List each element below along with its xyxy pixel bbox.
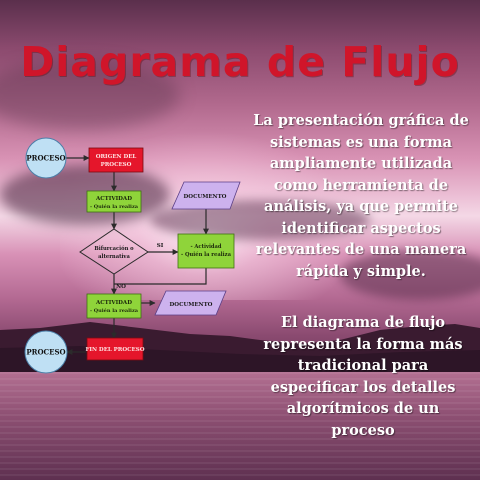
decision-label-1: Bifurcación o [94, 245, 134, 252]
decision-diamond [79, 228, 149, 275]
activity-rect-3 [86, 293, 142, 319]
process-start-label: PROCESO [26, 154, 65, 163]
sea [0, 372, 480, 480]
document-2-label: DOCUMENTO [170, 302, 213, 308]
document-shape-1 [171, 181, 241, 210]
activity-box-1: ACTIVIDAD - Quién la realiza [86, 190, 142, 213]
activity-3-subtitle: - Quién la realiza [90, 307, 139, 314]
slide-title: Diagrama de Flujo [20, 38, 460, 86]
process-start-node: PROCESO [25, 137, 67, 179]
origin-label-2: PROCESO [101, 162, 132, 168]
activity-3-title: ACTIVIDAD [95, 300, 132, 306]
activity-1-subtitle: - Quién la realiza [90, 203, 139, 210]
cloud [0, 60, 180, 130]
end-label: FIN DEL PROCESO [86, 347, 145, 353]
activity-2-line-1: - Actividad [190, 244, 221, 250]
process-start-circle [25, 137, 67, 179]
decision-label-2: alternativa [98, 254, 130, 260]
mountain-silhouette [0, 322, 480, 380]
end-rect [86, 337, 144, 361]
connectors [66, 155, 209, 355]
cloud [0, 165, 170, 225]
activity-1-title: ACTIVIDAD [95, 196, 132, 202]
decision-yes-label: SI [157, 243, 164, 249]
decision-node: Bifurcación o alternativa SI NO [79, 228, 164, 290]
origin-label-1: ORIGEN DEL [96, 154, 137, 160]
origin-rect [88, 147, 144, 173]
origin-box: ORIGEN DEL PROCESO [88, 147, 144, 173]
cloud [340, 250, 480, 300]
document-node-1: DOCUMENTO [171, 181, 241, 210]
process-end-label: PROCESO [26, 348, 65, 357]
activity-rect-2 [177, 233, 235, 269]
activity-box-2: - Actividad - Quién la realiza [177, 233, 235, 269]
activity-rect-1 [86, 190, 142, 213]
activity-2-line-2: - Quién la realiza [181, 251, 232, 258]
process-end-circle [24, 330, 68, 374]
connector-activity2-return [114, 268, 207, 285]
decision-no-label: NO [116, 284, 126, 290]
document-1-label: DOCUMENTO [184, 194, 227, 200]
paragraph-description: El diagrama de flujo representa la forma… [263, 314, 463, 439]
document-node-2: DOCUMENTO [154, 290, 227, 316]
activity-box-3: ACTIVIDAD - Quién la realiza [86, 293, 142, 319]
end-box: FIN DEL PROCESO [86, 337, 145, 361]
document-shape-2 [154, 290, 227, 316]
process-end-node: PROCESO [24, 330, 68, 374]
paragraph-definition: La presentación gráfica de sistemas es u… [253, 112, 469, 280]
